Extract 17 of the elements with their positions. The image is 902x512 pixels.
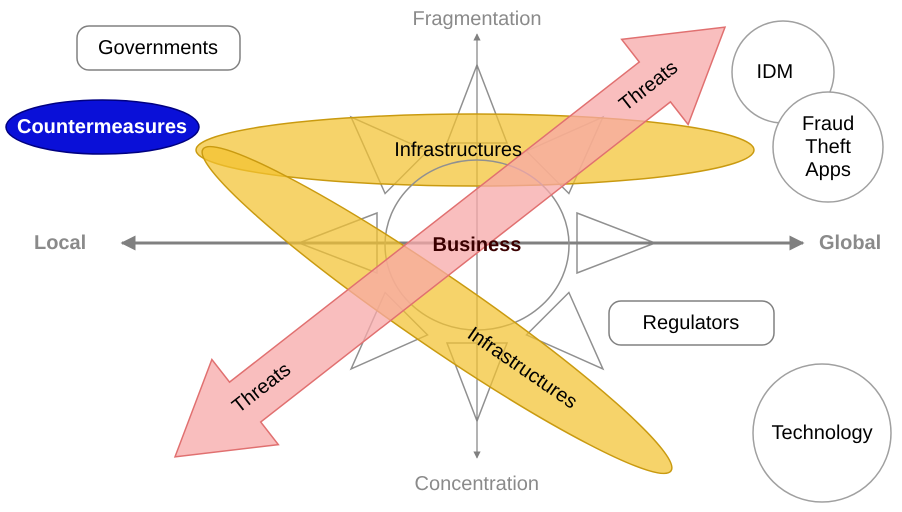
rounded-box: [608, 300, 774, 346]
axis-label: Global: [819, 232, 882, 254]
node-label: Regulators: [642, 312, 740, 334]
ellipse-node: [4, 99, 200, 155]
node-label: IDM: [756, 60, 794, 84]
circle-outline: [752, 363, 892, 503]
node-label: Fraud Theft Apps: [800, 112, 856, 182]
node-label: Infrastructures: [394, 138, 522, 162]
node-label: Technology: [772, 422, 873, 444]
axis-label: Concentration: [414, 472, 540, 496]
axis-label: Fragmentation: [412, 8, 542, 30]
circle-outline: [772, 91, 884, 203]
rounded-box: [76, 25, 240, 71]
node-label: Countermeasures: [17, 116, 188, 138]
node-label: Governments: [98, 36, 218, 60]
axis-label: Local: [34, 232, 86, 254]
node-label: Business: [432, 234, 522, 256]
